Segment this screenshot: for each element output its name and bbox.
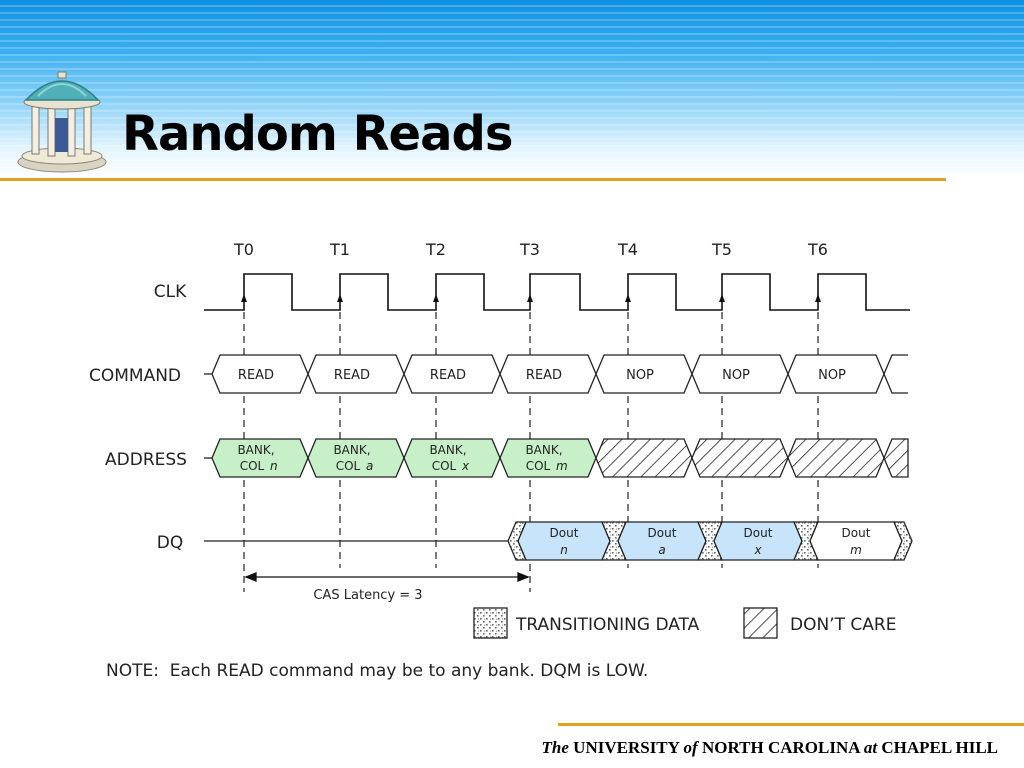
footer-campus: CHAPEL HILL [881,738,998,757]
address-label-var: n [270,459,278,473]
tick-label-t1: T1 [329,240,350,259]
address-label-var: m [556,459,568,473]
dq-label-var: m [850,543,862,557]
dq-label: Dout [648,526,677,540]
address-label-line2: COL [240,459,265,473]
title-underline [0,178,946,181]
address-bus [204,438,909,478]
dq-labels: Dout n Dout a Dout x Dout m [550,526,871,557]
footer-state: NORTH CAROLINA [701,738,860,757]
old-well-logo [17,71,107,173]
legend-dont-care-swatch [743,607,778,639]
command-label: NOP [626,368,654,383]
tick-label-t4: T4 [617,240,638,259]
command-label: NOP [818,368,846,383]
tick-labels: T0 T1 T2 T3 T4 T5 T6 [233,240,828,259]
dq-bus [204,521,913,561]
footer-at: at [863,738,878,757]
footer-university: UNIVERSITY [573,738,680,757]
footer-the: The [541,738,569,757]
legend-transitioning-swatch [473,607,508,639]
address-label-line1: BANK, [237,443,274,457]
command-label: READ [238,368,274,383]
command-bus [204,354,908,394]
dq-transition [893,521,913,561]
diagram-note: NOTE: Each READ command may be to any ba… [106,661,648,681]
header-stripes [0,0,1024,178]
legend-dont-care-label: DON’T CARE [790,615,896,635]
footer-of: of [683,738,698,757]
signal-label-clk: CLK [154,282,187,302]
address-label-line1: BANK, [429,443,466,457]
tick-label-t0: T0 [233,240,254,259]
dq-label-var: n [560,543,568,557]
tick-label-t2: T2 [425,240,446,259]
command-label: READ [526,368,562,383]
signal-label-command: COMMAND [89,366,181,386]
tick-label-t3: T3 [519,240,540,259]
address-label-var: a [366,459,373,473]
footer-rule [558,723,1024,726]
cas-latency-arrow [244,572,530,582]
dq-label: Dout [550,526,579,540]
address-label-line2: COL [526,459,551,473]
header-banner [0,0,1024,178]
clk-edge-arrows [241,294,821,302]
signal-label-dq: DQ [157,533,183,553]
signal-label-address: ADDRESS [105,450,187,470]
dq-label: Dout [744,526,773,540]
address-label-line1: BANK, [525,443,562,457]
address-label-line2: COL [336,459,361,473]
address-labels: BANK, COL n BANK, COL a BANK, COL x BANK… [237,443,567,473]
dq-label: Dout [842,526,871,540]
university-footer: The UNIVERSITY of NORTH CAROLINA at CHAP… [542,738,998,758]
address-label-line2: COL [432,459,457,473]
command-label: NOP [722,368,750,383]
address-label-line1: BANK, [333,443,370,457]
dq-label-var: a [658,543,665,557]
clk-waveform [204,273,910,311]
slide-title: Random Reads [122,106,513,162]
command-label: READ [334,368,370,383]
address-label-var: x [461,459,470,473]
cas-latency-label: CAS Latency = 3 [313,588,422,603]
dq-label-var: x [753,543,762,557]
tick-label-t6: T6 [807,240,828,259]
command-labels: READ READ READ READ NOP NOP NOP [238,368,846,383]
command-label: READ [430,368,466,383]
legend-transitioning-label: TRANSITIONING DATA [515,615,700,635]
tick-label-t5: T5 [711,240,732,259]
